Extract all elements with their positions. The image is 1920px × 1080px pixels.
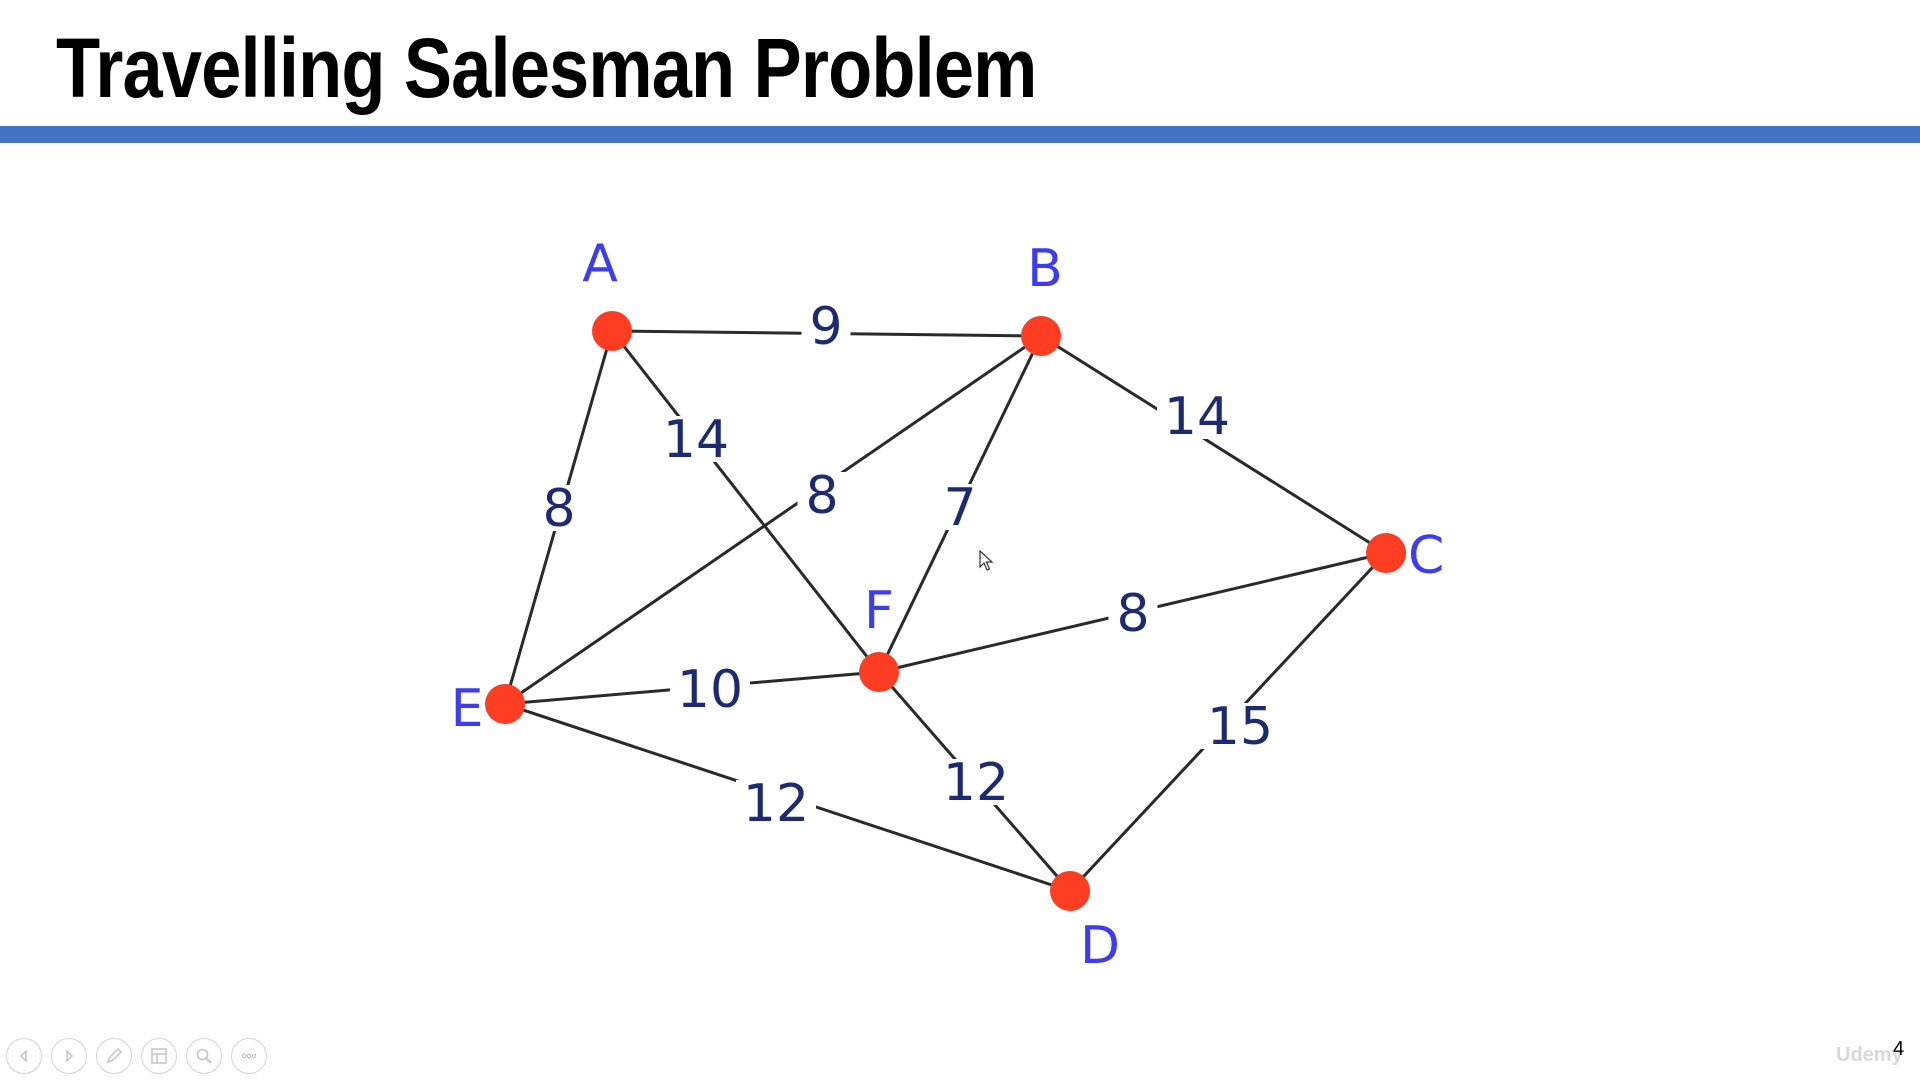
chevron-right-icon — [66, 1049, 74, 1063]
node-label: B — [1027, 239, 1063, 299]
edge-weight-e-d: 12 — [736, 774, 816, 834]
edge-weight-e-f: 10 — [670, 660, 750, 720]
node-label: E — [451, 679, 484, 739]
magnifier-icon — [196, 1048, 212, 1064]
node-dot — [485, 684, 525, 724]
slide-number: 4 — [1893, 1038, 1905, 1060]
edge-weight-label: 14 — [1164, 387, 1230, 447]
edge-weight-background — [534, 485, 584, 531]
node-dot — [1021, 316, 1061, 356]
nodes-layer: A B C D E F — [451, 234, 1445, 976]
edge-weight-background — [1108, 590, 1158, 636]
edge-weight-label: 15 — [1207, 697, 1273, 757]
edge-weight-label: 8 — [542, 479, 575, 539]
edge-weight-f-d: 12 — [936, 753, 1016, 813]
grid-icon — [151, 1048, 167, 1064]
node-e: E — [451, 679, 525, 739]
edge-weight-b-c: 14 — [1157, 387, 1237, 447]
edge-weight-background — [736, 780, 816, 826]
node-label: A — [582, 234, 618, 294]
node-label: C — [1408, 526, 1444, 586]
edge-weight-background — [1200, 703, 1280, 749]
pen-icon — [106, 1047, 123, 1064]
zoom-button[interactable] — [186, 1038, 222, 1074]
node-label: F — [864, 581, 894, 641]
edge-weight-background — [1157, 393, 1237, 439]
edge-weight-label: 12 — [743, 774, 809, 834]
edge-weight-background — [801, 303, 851, 349]
edge-weight-b-e: 8 — [797, 466, 847, 526]
slide-title: Travelling Salesman Problem — [56, 21, 1037, 115]
edge-weight-a-b: 9 — [801, 297, 851, 357]
edge-weight-label: 7 — [943, 478, 976, 538]
previous-slide-button[interactable] — [6, 1038, 42, 1074]
edge-weight-label: 8 — [1116, 584, 1149, 644]
node-dot — [859, 652, 899, 692]
edge-weight-f-c: 8 — [1108, 584, 1158, 644]
mouse-cursor-icon — [979, 550, 994, 571]
node-a: A — [582, 234, 632, 351]
edge-weight-label: 10 — [677, 660, 743, 720]
edge-weight-background — [935, 484, 985, 530]
edge-weight-background — [656, 416, 736, 462]
node-dot — [592, 311, 632, 351]
udemy-watermark: Udemy — [1836, 1044, 1903, 1066]
node-dot — [1050, 871, 1090, 911]
edge-weight-a-e: 8 — [534, 479, 584, 539]
edge-a-f — [610, 330, 881, 673]
chevron-left-icon — [19, 1049, 27, 1063]
node-dot — [1366, 533, 1406, 573]
more-options-button[interactable] — [231, 1038, 267, 1074]
slide-sorter-button[interactable] — [141, 1038, 177, 1074]
node-label: D — [1080, 916, 1120, 976]
edge-weight-b-f: 7 — [935, 478, 985, 538]
node-f: F — [859, 581, 899, 692]
edge-b-c — [1040, 334, 1387, 555]
pen-tool-button[interactable] — [96, 1038, 132, 1074]
next-slide-button[interactable] — [51, 1038, 87, 1074]
edge-b-e — [504, 334, 1042, 706]
ellipsis-icon — [241, 1053, 257, 1059]
title-underline-bar — [0, 126, 1920, 143]
edge-weight-c-d: 15 — [1200, 697, 1280, 757]
node-c: C — [1366, 526, 1444, 586]
edge-weight-label: 8 — [805, 466, 838, 526]
edge-weight-label: 14 — [663, 410, 729, 470]
edge-weight-background — [797, 472, 847, 518]
edge-weight-label: 9 — [809, 297, 842, 357]
presentation-toolbar — [6, 1038, 267, 1076]
node-b: B — [1021, 239, 1063, 356]
node-d: D — [1050, 871, 1120, 976]
edge-weight-background — [936, 759, 1016, 805]
edge-weight-a-f: 14 — [656, 410, 736, 470]
edge-weight-label: 12 — [943, 753, 1009, 813]
edge-weight-background — [670, 666, 750, 712]
